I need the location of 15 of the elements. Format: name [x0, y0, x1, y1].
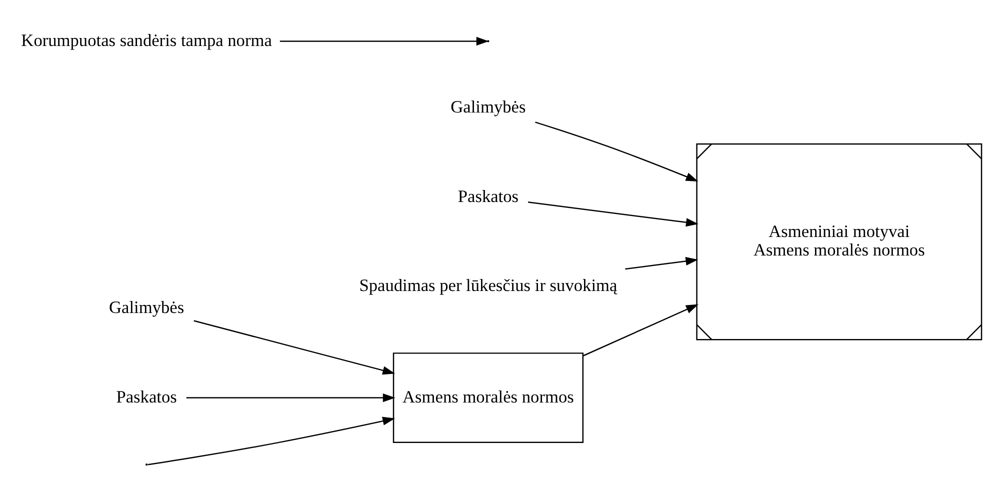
arrow — [625, 256, 698, 270]
arrow — [194, 320, 396, 374]
node-text: Korumpuotas sandėris tampa norma — [21, 30, 272, 50]
node-text: Spaudimas per lūkesčius ir suvokimą — [359, 275, 618, 294]
arrow — [528, 201, 698, 226]
node-text: Paskatos — [116, 386, 177, 406]
arrow — [186, 392, 396, 402]
node-text: Galimybės — [109, 298, 184, 317]
node-text: Galimybės — [450, 97, 526, 116]
arrow — [583, 304, 698, 356]
arrow — [280, 36, 489, 46]
node-text: Paskatos — [458, 186, 519, 206]
arrow — [535, 121, 698, 181]
node-box: Asmens moralės normos — [392, 352, 584, 442]
arrow — [148, 416, 396, 465]
